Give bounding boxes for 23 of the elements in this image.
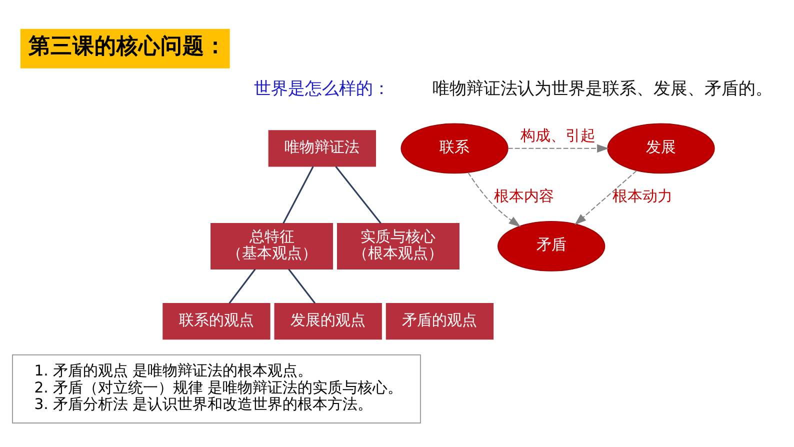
label: 世界是怎么样的： xyxy=(254,78,390,98)
node-box: 1. 矛盾的观点 是唯物辩证法的根本观点。 2. 矛盾（对立统一）规律 是唯物辩证法的实质与核心。 3. 矛盾分析法 是认识世界和改造世界的根本方法。 xyxy=(12,354,421,424)
edge-label: 根本动力 xyxy=(612,187,673,204)
node-box: 矛盾的观点 xyxy=(386,302,494,340)
node-box: 发展的观点 xyxy=(274,302,382,340)
arrow xyxy=(507,144,609,152)
connector xyxy=(335,166,382,224)
node-ellipse: 发展 xyxy=(607,122,715,174)
node-box: 总特征 （基本观点） xyxy=(210,222,334,269)
connector xyxy=(282,166,314,224)
edge-label: 构成、引起 xyxy=(520,127,596,144)
connector xyxy=(228,268,256,304)
node-box: 联系的观点 xyxy=(162,302,270,340)
arrow xyxy=(468,172,521,227)
arrow xyxy=(574,170,638,225)
node-box: 唯物辩证法 xyxy=(268,130,376,166)
node-ellipse: 联系 xyxy=(400,122,508,174)
diagram-title: 第三课的核心问题： xyxy=(28,34,226,59)
label: 唯物辩证法认为世界是联系、发展、矛盾的。 xyxy=(432,78,773,98)
node-box: 实质与核心 （根本观点） xyxy=(337,222,460,269)
connector xyxy=(288,268,316,304)
edge-label: 根本内容 xyxy=(494,187,554,204)
node-ellipse: 矛盾 xyxy=(498,220,606,271)
